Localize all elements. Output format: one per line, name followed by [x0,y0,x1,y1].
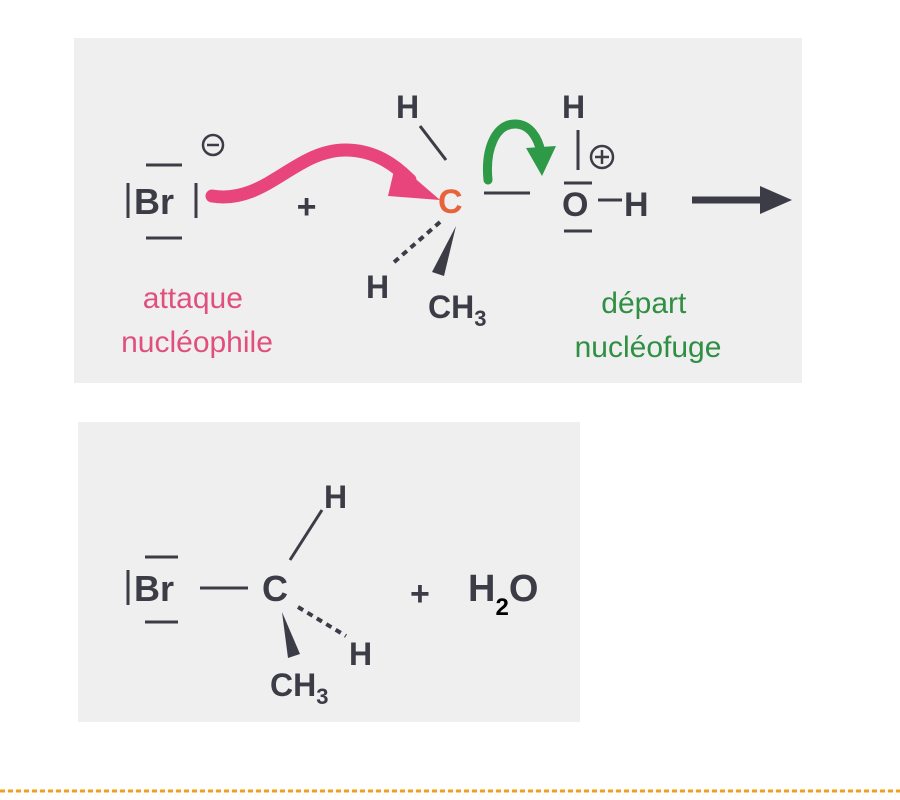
product-c-h-dashed-bond [296,605,348,638]
product-c-ch3-wedge-bond [282,612,300,658]
attack-label-line1: attaque [143,282,243,315]
attack-label-line2: nucléophile [121,326,273,359]
product-h-top-symbol: H [324,479,347,515]
step1-transition: Br ⊖ + H C H CH3 H [121,89,792,364]
step2-products: Br C H H CH3 + H2O [126,479,538,709]
nucleophilic-attack-arrowhead [388,162,440,200]
nucleofuge-departure-arrowhead [526,146,556,176]
water-subscript: 2 [495,594,508,621]
h-top-symbol: H [396,89,419,125]
negative-charge-circle [201,133,225,157]
oxonium-h-top-symbol: H [562,89,585,125]
carbon-symbol: C [438,183,463,221]
ch3-subscript: 3 [474,306,486,331]
product-ch3-subscript: 3 [316,684,328,709]
oxygen-symbol: O [562,186,588,224]
ch3-ch: CH [428,289,474,325]
oxonium-h-right-symbol: H [624,186,649,224]
c-h-top-bond [418,125,448,161]
nucleofuge-departure-arrow [482,119,546,185]
product-br-symbol: Br [134,568,174,609]
reaction-arrowhead [760,186,792,214]
product-ch3-ch: CH [270,667,316,703]
carbon-center: H C H CH3 [366,89,530,331]
products-plus: + [410,575,430,613]
bottom-panel-background [78,422,580,722]
water-h: H [468,568,495,610]
nucleophilic-attack-arrow [205,143,417,204]
attack-label: attaque nucléophile [121,282,273,359]
departure-label: départ nucléofuge [575,287,722,364]
oxonium-leaving-group: H ⊕ O H [562,89,649,233]
product-ch3-symbol: CH3 [270,667,328,709]
c-ch3-wedge-bond [432,226,456,276]
h-left-symbol: H [366,269,389,305]
water-o: O [509,568,539,610]
product-carbon-symbol: C [262,568,288,609]
positive-charge-circle [589,144,615,170]
departure-label-line1: départ [601,287,687,320]
ch3-symbol: CH3 [428,289,486,331]
br-symbol: Br [134,181,174,222]
departure-label-line2: nucléofuge [575,331,722,364]
product-h-right-symbol: H [349,636,372,672]
step1-plus: + [296,188,316,226]
product-c-h-top-bond [288,509,324,561]
bromide-nucleophile: Br ⊖ [126,133,225,240]
water-formula: H2O [468,568,538,621]
